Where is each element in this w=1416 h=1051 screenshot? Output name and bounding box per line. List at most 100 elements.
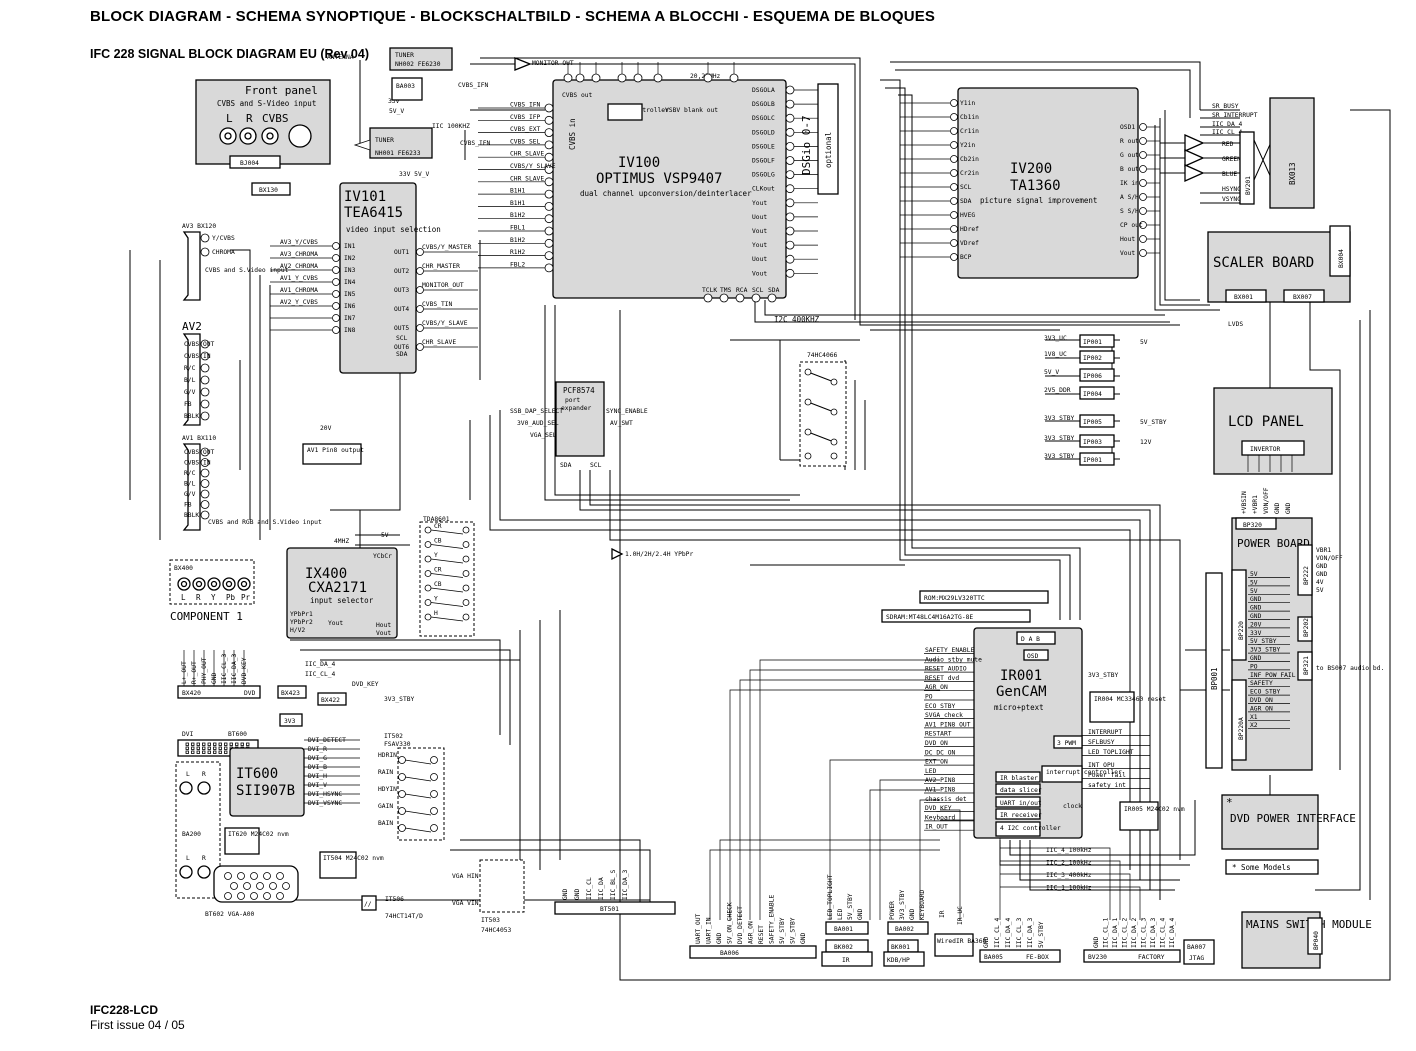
iv100-left-pin-label: FBL2: [510, 261, 525, 268]
iv101-signal-label: CVBS_TIN: [422, 301, 453, 308]
ir001-left-pin-label: AV2_PIN8: [925, 777, 956, 784]
regulator-output: 5V_STBY: [1140, 419, 1167, 426]
av1-pin-label: CVBS OUT: [184, 449, 215, 456]
av2-pin-label: R/C: [184, 365, 196, 372]
antenna-label: ANTENNA: [327, 54, 354, 61]
rgb-output-buffers: RED GREEN BLUE SR_BUSY SR_INTERRUPT IIC_…: [1160, 97, 1315, 209]
ba006-pins-label: 5V_STBY: [779, 917, 786, 944]
it502-pin-label: HDYIN: [378, 786, 397, 793]
svg-text:DVI: DVI: [182, 731, 194, 738]
pin-circle: [200, 233, 210, 243]
some-models-note: * Some Models: [1232, 863, 1291, 872]
av1-pin8-output: 20V AV1 Pin8 output: [302, 425, 364, 465]
invertor-pin-label: +VBR1: [1252, 495, 1259, 514]
pin-circle: [751, 293, 761, 303]
regulator-output: 5V: [1140, 339, 1148, 346]
svg-text:NH001 FE6233: NH001 FE6233: [375, 150, 421, 157]
svg-text:JTAG: JTAG: [1189, 955, 1204, 962]
svg-text:BA006: BA006: [720, 950, 739, 957]
iv100-right-pin-label: DSGOLB: [752, 101, 775, 108]
it600-pin-label: DVI_V: [308, 782, 327, 789]
svg-text:FACTORY: FACTORY: [1138, 954, 1165, 961]
dvi-pin: [213, 742, 217, 746]
dvi-pin: [196, 750, 200, 754]
pin-circle: [250, 892, 258, 900]
svg-text:clock: clock: [1063, 803, 1082, 810]
svg-text:BX422: BX422: [321, 697, 340, 704]
iv200-desc: picture signal improvement: [980, 196, 1097, 205]
bx004-conn: BX004: [1338, 249, 1345, 268]
iv101-left-pin-label: IN4: [344, 279, 356, 286]
pin-circle: [200, 458, 210, 467]
pin-circle: [332, 326, 340, 334]
power-pin-label: 5V: [1250, 579, 1258, 586]
it600-pin-label: DVI_HSYNC: [308, 791, 342, 798]
power-board-label: POWER BOARD: [1237, 537, 1310, 550]
ba005-pins-label: GND: [983, 936, 990, 948]
power-pin-label: GND: [1250, 596, 1262, 603]
footer-model: IFC228-LCD: [90, 1003, 159, 1017]
bx420-pin-label: PHY_OUT: [201, 657, 208, 684]
iv200-left-pin-label: HDref: [960, 226, 979, 233]
iv101-right-pin-label: OUT5: [394, 325, 409, 332]
pin-circle: [332, 242, 340, 250]
svg-text:BA001: BA001: [834, 926, 853, 933]
iv101-signal-label: MONITOR_OUT: [422, 282, 464, 289]
iv101-left-pin-label: IN1: [344, 243, 356, 250]
regulator-input: 2V5_DDR: [1044, 387, 1071, 394]
dvi-pin: [196, 742, 200, 746]
svg-text:IIC 100KHZ: IIC 100KHZ: [432, 123, 470, 130]
iv101-right-pin-label: OUT6: [394, 344, 409, 351]
iv101-input-label: AV2_Y_CVBS: [280, 299, 318, 306]
svg-text:TUNER: TUNER: [395, 52, 414, 59]
it600-block: IT600 SII907B DVI_DETECTDVI_RDVI_GDVI_BD…: [229, 737, 360, 817]
bt501-pin-label: GND: [562, 888, 569, 900]
pin-circle: [416, 305, 424, 313]
it502-switch: [404, 827, 432, 833]
ba006-pins-label: AGR_ON: [748, 921, 755, 944]
svg-text:BX420: BX420: [182, 690, 201, 697]
ba006-pins-label: RESET: [758, 925, 765, 944]
iv100-left-pin-label: B1H1: [510, 188, 525, 195]
iv100-left-pin-label: CVBS_IFN: [510, 102, 541, 109]
factory-pins-label: IIC_CL_4: [1160, 917, 1167, 948]
svg-text:NH002 FE6230: NH002 FE6230: [395, 61, 441, 68]
dvi-pin: [235, 742, 239, 746]
to-bs007: to BS007 audio bd.: [1316, 665, 1384, 672]
pin-circle: [332, 302, 340, 310]
bx420-pin-label: DVD_KEY: [241, 657, 248, 684]
it503-switch: IT503 74HC4053 VGA HIN VGA VIN: [452, 859, 525, 934]
dvi-pin: [207, 742, 211, 746]
pin-circle: [1139, 137, 1147, 145]
pin-circle: [785, 85, 795, 95]
pin-circle: [950, 141, 958, 149]
av1-pin-label: FB: [184, 502, 192, 509]
power-pin-label: 5V: [1250, 571, 1258, 578]
iv200-left-pin-label: Cb2in: [960, 156, 979, 163]
pin-circle: [729, 73, 739, 83]
svg-text:video input selection: video input selection: [346, 225, 441, 234]
tda-switch: [430, 558, 464, 564]
ba001-pins-label: LED: [837, 908, 844, 920]
ir001-left-pin-label: DVD_KEY: [925, 805, 952, 812]
iv200-left-pin-label: SDA: [960, 198, 972, 205]
ir001-name: GenCAM: [996, 684, 1047, 700]
pin-circle: [703, 73, 713, 83]
pin-circle: [719, 293, 729, 303]
pin-circle: [430, 756, 438, 764]
bt501-pin-label: IIC_BL_S: [610, 869, 617, 900]
svg-text:Vout: Vout: [376, 630, 391, 637]
regulator-id: IP001: [1083, 457, 1102, 464]
dvi-pin: [224, 750, 228, 754]
svg-text:TUNER: TUNER: [375, 137, 394, 144]
bt501-pin-label: GND: [574, 888, 581, 900]
iv200-block: IV200 TA1360 picture signal improvement …: [900, 87, 1160, 279]
svg-text:L: L: [226, 112, 233, 125]
iv100-left-pin-label: B1H1: [510, 200, 525, 207]
iv100-left-pin-label: CVBS_IFP: [510, 114, 541, 121]
monitor-out-label: MONITOR OUT: [532, 60, 574, 67]
pin-circle: [398, 756, 406, 764]
pin-circle: [462, 584, 470, 592]
svg-text:IIC_CL_4: IIC_CL_4: [305, 671, 336, 678]
